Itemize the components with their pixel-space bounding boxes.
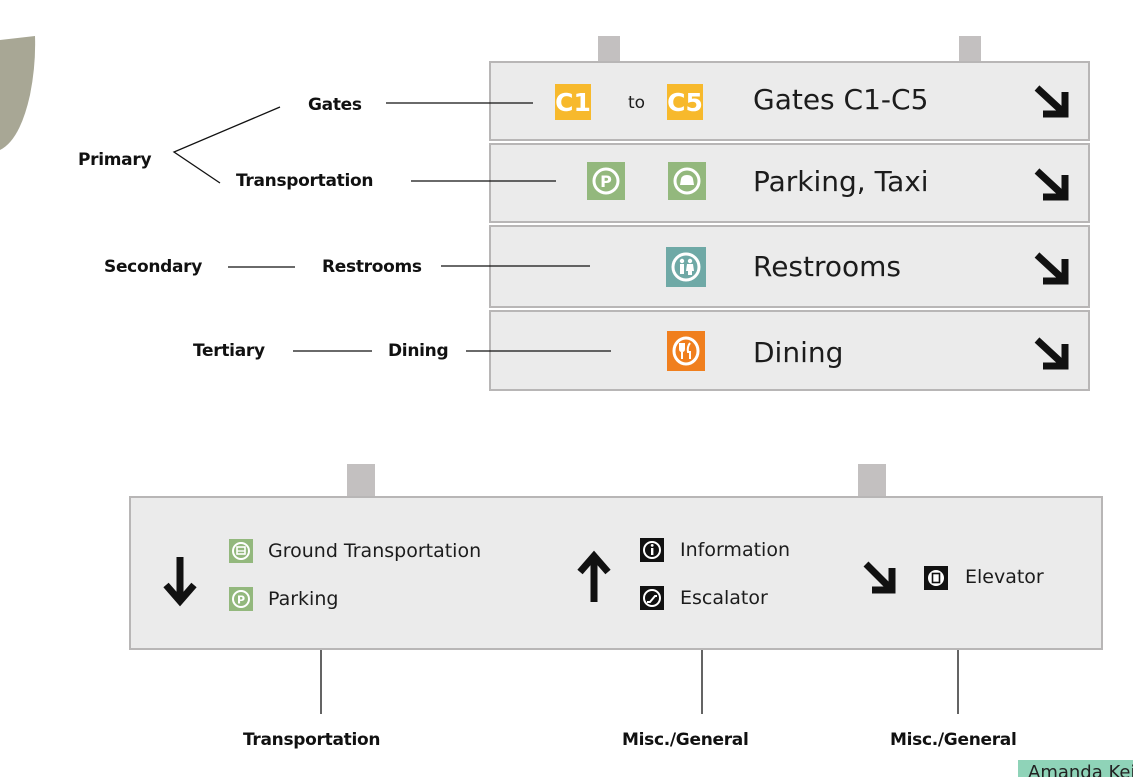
bottom-sign-hanger-right — [858, 464, 886, 498]
arrow-down-icon — [163, 557, 197, 607]
item-escalator: Escalator — [680, 587, 768, 609]
svg-text:P: P — [237, 594, 245, 607]
label-restrooms: Restrooms — [322, 257, 422, 277]
arrow-down-right-icon — [1034, 168, 1069, 201]
label-dining: Dining — [388, 341, 449, 361]
bottom-sign-hanger-left — [347, 464, 375, 498]
arrow-down-right-icon — [1034, 337, 1069, 370]
arrow-up-icon — [577, 550, 611, 602]
label-misc-general-left: Misc./General — [622, 730, 749, 750]
bottom-sign-panel — [129, 496, 1103, 650]
item-information: Information — [680, 539, 790, 561]
svg-text:P: P — [600, 172, 612, 191]
arrow-down-right-icon — [1034, 85, 1069, 118]
label-tertiary: Tertiary — [193, 341, 265, 361]
arrow-down-right-icon — [1034, 252, 1069, 285]
arrow-down-right-icon — [863, 561, 896, 594]
item-ground-transportation: Ground Transportation — [268, 540, 482, 562]
taxi-icon — [668, 162, 706, 200]
gate-joiner: to — [628, 93, 646, 113]
dining-icon — [667, 331, 705, 371]
primary-bracket — [172, 106, 281, 184]
gate-badge-start: C1 — [555, 84, 591, 120]
restroom-icon — [666, 247, 706, 287]
sign-text-parking-taxi: Parking, Taxi — [753, 165, 929, 198]
sign-text-dining: Dining — [753, 336, 844, 369]
sign-hanger-right — [959, 36, 981, 62]
elevator-icon — [924, 566, 948, 590]
author-tag: Amanda Keil — [1018, 760, 1133, 777]
label-misc-general-right: Misc./General — [890, 730, 1017, 750]
sign-text-restrooms: Restrooms — [753, 250, 902, 283]
item-elevator: Elevator — [965, 566, 1044, 588]
sign-text-gates: Gates C1-C5 — [753, 83, 929, 116]
label-secondary: Secondary — [104, 257, 203, 277]
escalator-icon — [640, 586, 664, 610]
bus-icon — [229, 539, 253, 563]
parking-icon: P — [229, 587, 253, 611]
label-primary: Primary — [78, 150, 152, 170]
olive-crescent-decor — [0, 36, 36, 150]
info-icon — [640, 538, 664, 562]
item-parking: Parking — [268, 588, 339, 610]
label-transportation-bottom: Transportation — [243, 730, 381, 750]
sign-hanger-left — [598, 36, 620, 62]
gate-badge-end: C5 — [667, 84, 703, 120]
sign-row-transportation — [489, 143, 1090, 223]
label-gates: Gates — [308, 95, 362, 115]
parking-icon: P — [587, 162, 625, 200]
label-transportation: Transportation — [236, 171, 374, 191]
author-tag-text: Amanda Keil — [1028, 762, 1133, 777]
